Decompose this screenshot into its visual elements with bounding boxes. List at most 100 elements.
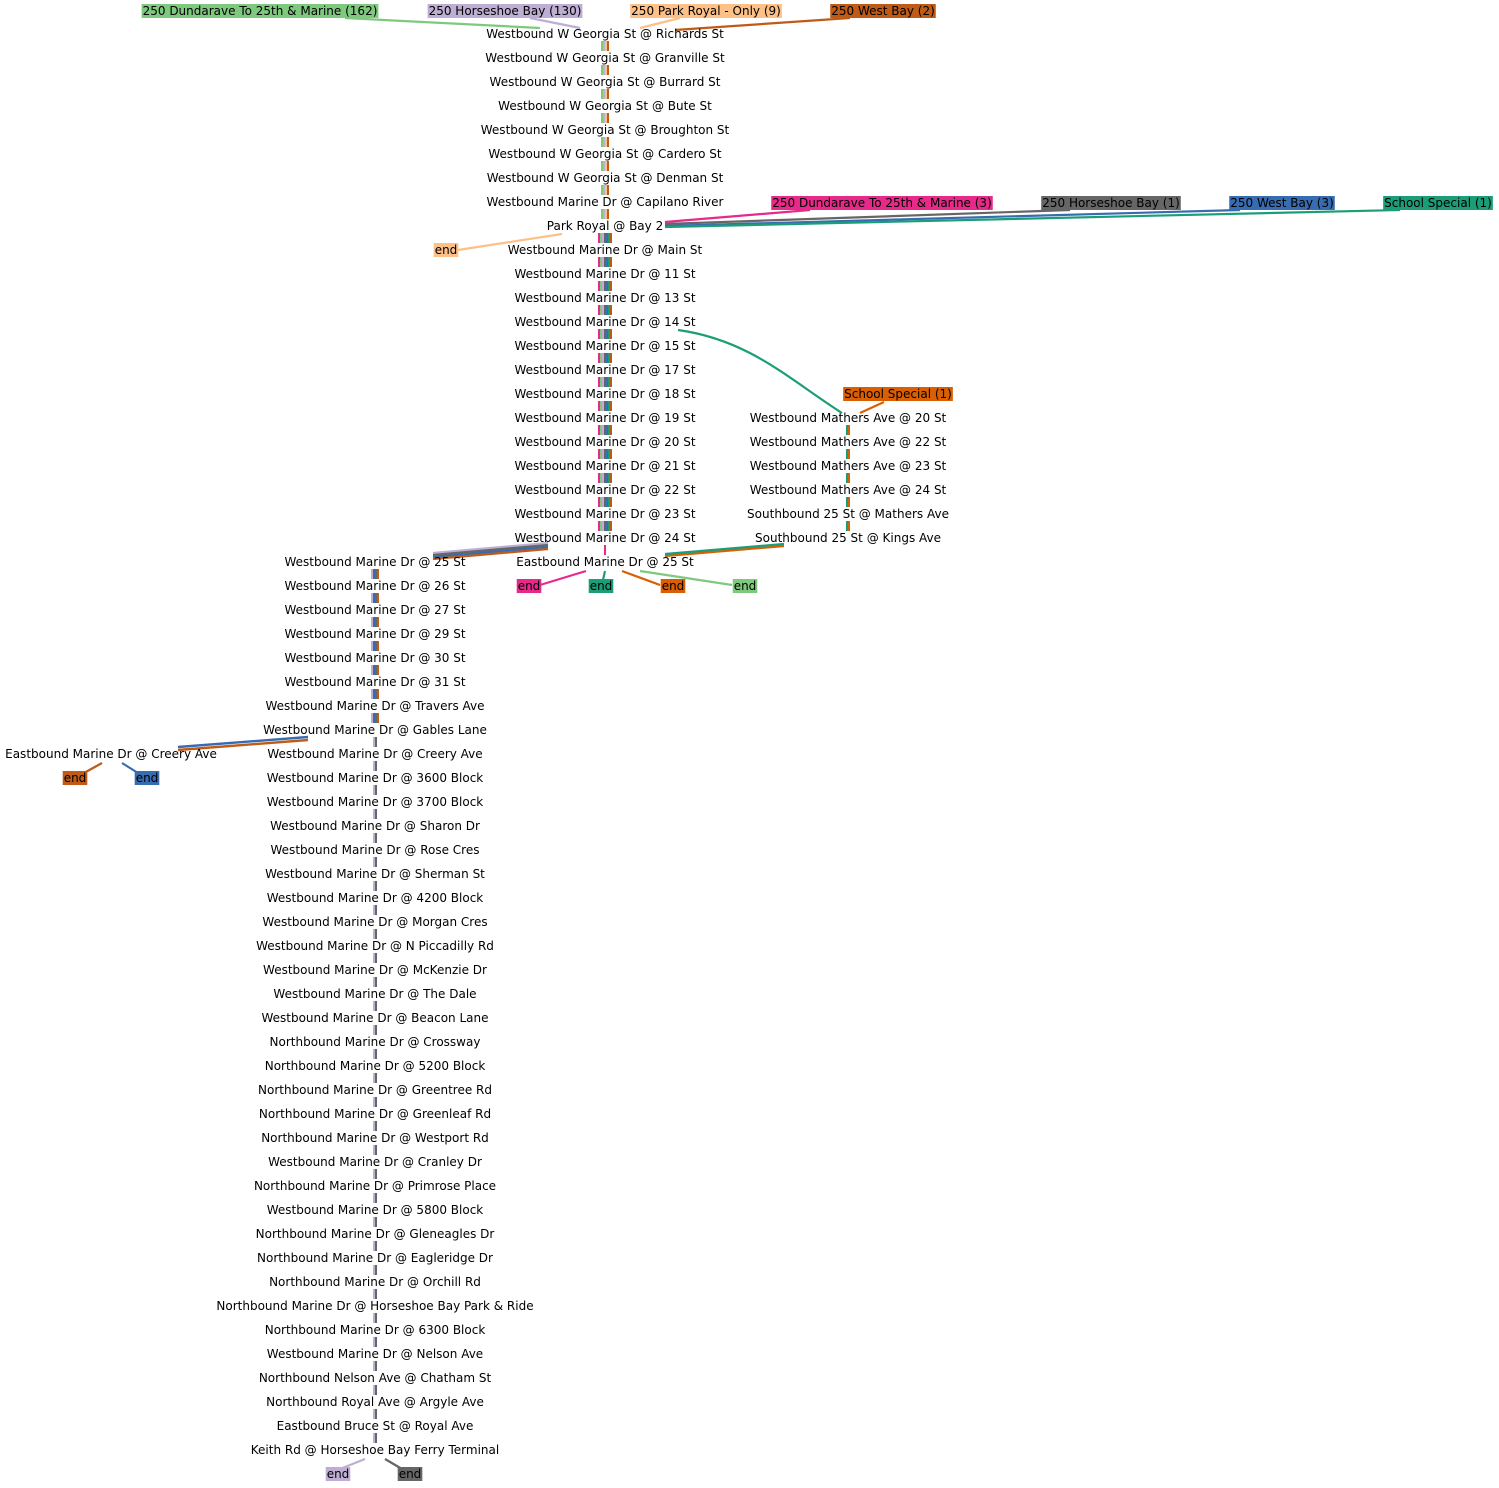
marine-west-lower-segment	[373, 761, 375, 771]
route-label-west-bay-b-text: 250 West Bay (3)	[1230, 196, 1334, 210]
marine-west-lower-segment	[373, 929, 375, 939]
marine-east-trunk-segment	[610, 401, 612, 411]
marine-east-trunk-segment	[608, 521, 610, 531]
stop-label-northbound-marine-dr-greentree-rd: Northbound Marine Dr @ Greentree Rd	[258, 1083, 492, 1097]
stop-label-westbound-marine-dr-5800-block: Westbound Marine Dr @ 5800 Block	[267, 1203, 484, 1217]
stop-label-westbound-marine-dr-mckenzie-dr: Westbound Marine Dr @ McKenzie Dr	[263, 963, 487, 977]
marine-west-lower-segment	[375, 1049, 377, 1059]
marine-east-trunk-segment	[602, 473, 604, 483]
georgia-trunk-segment	[603, 209, 605, 219]
link-park-royal-end	[457, 232, 563, 252]
stop-label-westbound-marine-dr-cranley-dr: Westbound Marine Dr @ Cranley Dr	[268, 1155, 482, 1169]
marine-west-lower-segment	[375, 929, 377, 939]
marine-west-lower-segment	[373, 1361, 375, 1371]
end-dundarave-b-box	[516, 579, 542, 593]
marine-east-trunk-segment	[608, 425, 610, 435]
route-label-west-bay-main-text: 250 West Bay (2)	[831, 4, 935, 18]
route-label-horseshoe-b-text: 250 Horseshoe Bay (1)	[1042, 196, 1180, 210]
stop-label-westbound-w-georgia-st-richards-st: Westbound W Georgia St @ Richards St	[486, 27, 724, 41]
stop-label-northbound-nelson-ave-chatham-st: Northbound Nelson Ave @ Chatham St	[259, 1371, 492, 1385]
marine-west-lower-segment	[375, 1121, 377, 1131]
marine-east-trunk-segment	[598, 473, 600, 483]
marine-east-trunk-segment	[608, 401, 610, 411]
stop-label-southbound-25-st-mathers-ave: Southbound 25 St @ Mathers Ave	[747, 507, 949, 521]
marine-west-lower-segment	[375, 953, 377, 963]
marine-east-trunk-segment	[606, 521, 608, 531]
stop-label-westbound-marine-dr-travers-ave: Westbound Marine Dr @ Travers Ave	[265, 699, 484, 713]
stop-label-westbound-mathers-ave-23-st: Westbound Mathers Ave @ 23 St	[750, 459, 947, 473]
marine-west-upper-segment	[371, 593, 373, 603]
stop-label-eastbound-bruce-st-royal-ave: Eastbound Bruce St @ Royal Ave	[277, 1419, 474, 1433]
georgia-trunk-segment	[601, 89, 603, 99]
stop-label-westbound-marine-dr-11-st: Westbound Marine Dr @ 11 St	[514, 267, 695, 281]
stop-label-westbound-marine-dr-morgan-cres: Westbound Marine Dr @ Morgan Cres	[262, 915, 487, 929]
marine-east-trunk-segment	[606, 233, 608, 243]
link-14st-to-mathers	[677, 328, 843, 414]
route-links	[83, 16, 1401, 1471]
end-creery-west-bay-main-text: end	[64, 771, 87, 785]
route-label-school-special-b-text: School Special (1)	[844, 387, 952, 401]
stop-label-eastbound-marine-dr-creery-ave: Eastbound Marine Dr @ Creery Ave	[5, 747, 217, 761]
marine-west-lower-segment	[375, 1193, 377, 1203]
stop-label-westbound-marine-dr-the-dale: Westbound Marine Dr @ The Dale	[273, 987, 476, 1001]
stop-label-westbound-marine-dr-13-st: Westbound Marine Dr @ 13 St	[514, 291, 695, 305]
marine-west-lower-segment	[373, 1433, 375, 1443]
marine-east-trunk-segment	[606, 329, 608, 339]
route-label-west-bay-main: 250 West Bay (2)	[830, 4, 936, 18]
marine-west-lower-segment	[375, 881, 377, 891]
marine-east-trunk-segment	[598, 449, 600, 459]
link-dundarave-b	[664, 208, 811, 224]
marine-west-upper-segment	[371, 665, 373, 675]
marine-west-upper-segment	[373, 713, 375, 723]
end-school-special-a-box	[588, 579, 614, 593]
end-school-special-a-text: end	[590, 579, 613, 593]
stop-label-westbound-marine-dr-17-st: Westbound Marine Dr @ 17 St	[514, 363, 695, 377]
link-end-school-special-b	[621, 569, 661, 587]
end-dundarave-main-text: end	[734, 579, 757, 593]
marine-east-trunk-segment	[602, 449, 604, 459]
marine-west-upper-segment	[373, 569, 375, 579]
marine-east-trunk-segment	[598, 329, 600, 339]
marine-west-lower-segment	[375, 785, 377, 795]
stop-label-northbound-marine-dr-greenleaf-rd: Northbound Marine Dr @ Greenleaf Rd	[259, 1107, 491, 1121]
marine-east-trunk-segment	[606, 281, 608, 291]
stop-label-northbound-marine-dr-horseshoe-bay-park-and-ride: Northbound Marine Dr @ Horseshoe Bay Par…	[216, 1299, 533, 1313]
marine-west-lower-segment	[373, 809, 375, 819]
marine-west-upper-segment	[377, 569, 379, 579]
marine-west-lower-segment	[373, 1145, 375, 1155]
marine-west-lower-segment	[375, 1337, 377, 1347]
end-ferry-horseshoe-b-box	[397, 1467, 423, 1481]
mathers-branch-segment	[848, 425, 850, 435]
marine-west-lower-segment	[375, 977, 377, 987]
stop-label-westbound-w-georgia-st-bute-st: Westbound W Georgia St @ Bute St	[498, 99, 712, 113]
marine-west-lower-segment	[375, 1385, 377, 1395]
marine-east-trunk-segment	[604, 233, 606, 243]
route-label-dundarave-main: 250 Dundarave To 25th & Marine (162)	[141, 4, 379, 18]
georgia-trunk-segment	[605, 65, 607, 75]
marine-west-lower-segment	[375, 1025, 377, 1035]
marine-west-lower-segment	[375, 1433, 377, 1443]
marine-east-trunk-segment	[606, 305, 608, 315]
georgia-trunk-segment	[605, 185, 607, 195]
marine-east-trunk-segment	[608, 377, 610, 387]
georgia-trunk-segment	[601, 113, 603, 123]
marine-east-trunk-segment	[604, 521, 606, 531]
end-creery-west-bay-main-box	[62, 771, 88, 785]
marine-west-lower-segment	[375, 737, 377, 747]
marine-east-trunk-segment	[610, 281, 612, 291]
marine-west-upper-segment	[371, 689, 373, 699]
marine-east-trunk-segment	[598, 281, 600, 291]
marine-west-upper-segment	[371, 569, 373, 579]
marine-west-lower-segment	[375, 1313, 377, 1323]
georgia-trunk-segment	[601, 137, 603, 147]
georgia-trunk-segment	[603, 161, 605, 171]
marine-east-trunk-segment	[610, 257, 612, 267]
marine-east-trunk-segment	[600, 281, 602, 291]
marine-east-trunk-segment	[610, 353, 612, 363]
link-horseshoe-b	[664, 208, 1071, 226]
georgia-trunk-segment	[603, 113, 605, 123]
link-creery-west-bay-b	[177, 735, 309, 749]
marine-east-trunk-segment	[604, 473, 606, 483]
marine-west-lower-segment	[375, 1001, 377, 1011]
